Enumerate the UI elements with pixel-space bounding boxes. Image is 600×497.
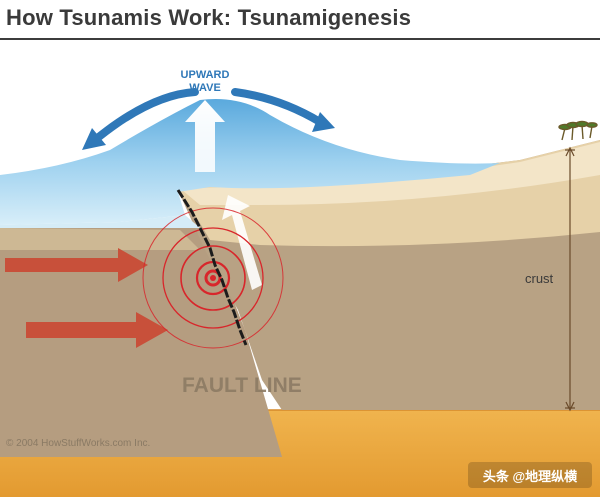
- copyright-note: © 2004 HowStuffWorks.com Inc.: [6, 438, 150, 449]
- left-sand-layer: [0, 228, 200, 250]
- tsunami-diagram: UPWARD WAVE FAULT LINE crust © 2004 HowS…: [0, 40, 600, 497]
- wave-label-line2: WAVE: [189, 82, 221, 94]
- watermark-text: 头条 @地理纵横: [483, 469, 578, 484]
- title-bar: How Tsunamis Work: Tsunamigenesis: [0, 0, 600, 40]
- fault-line-label: FAULT LINE: [182, 374, 302, 397]
- crust-label: crust: [525, 271, 554, 286]
- page-title: How Tsunamis Work: Tsunamigenesis: [6, 5, 411, 31]
- wave-label-line1: UPWARD: [181, 69, 230, 81]
- quake-focus-icon: [210, 275, 216, 281]
